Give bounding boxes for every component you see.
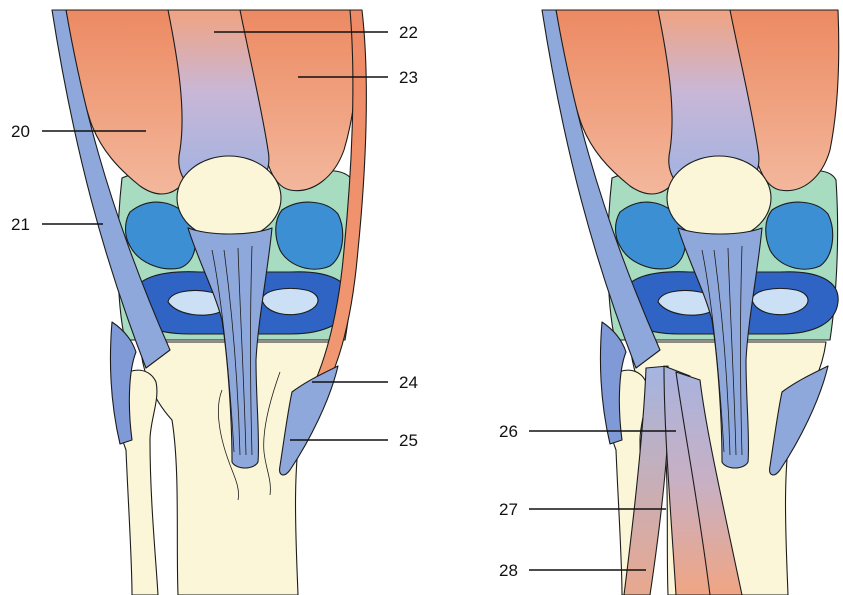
label-28: 28 xyxy=(499,561,518,580)
label-22: 22 xyxy=(399,23,418,42)
left-knee-figure xyxy=(52,10,366,595)
right-patella xyxy=(667,156,771,240)
label-20: 20 xyxy=(11,122,30,141)
left-patella xyxy=(177,156,281,240)
right-knee-figure xyxy=(542,10,839,595)
label-23: 23 xyxy=(399,68,418,87)
label-25: 25 xyxy=(399,431,418,450)
label-24: 24 xyxy=(399,373,418,392)
label-21: 21 xyxy=(11,215,30,234)
label-27: 27 xyxy=(499,500,518,519)
label-26: 26 xyxy=(499,422,518,441)
